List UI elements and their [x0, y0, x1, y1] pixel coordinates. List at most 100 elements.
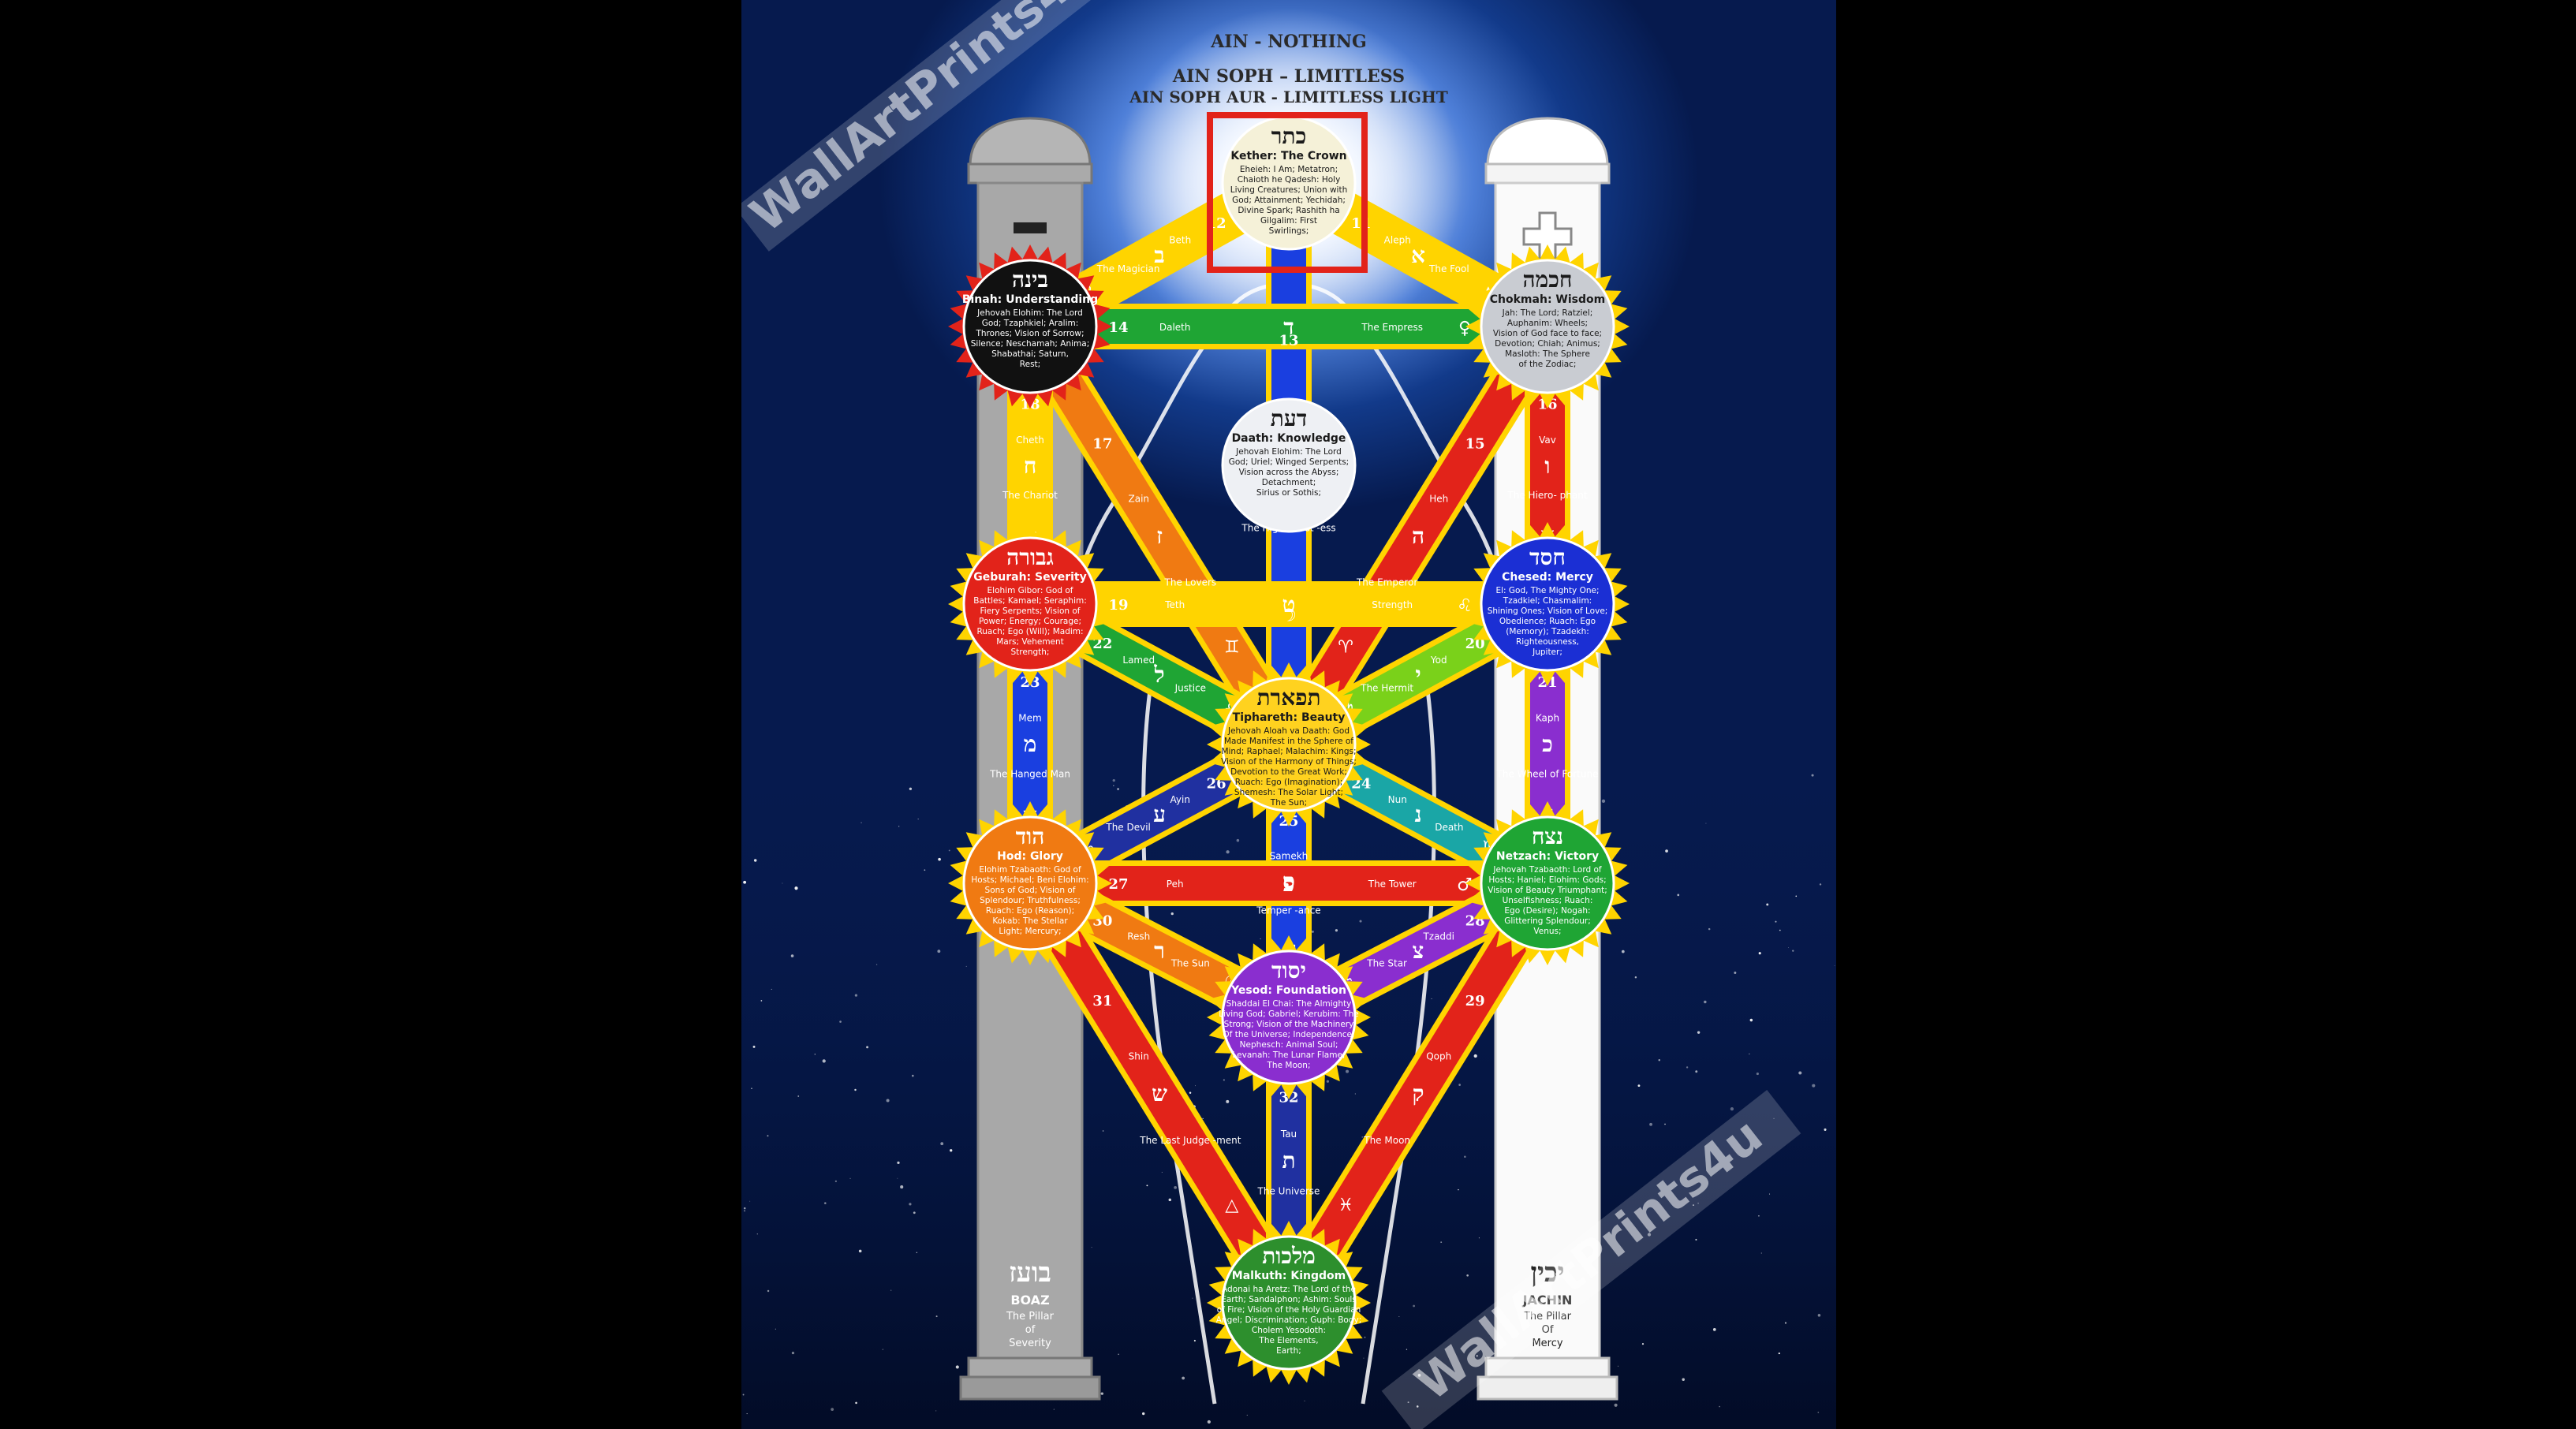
sephirah-attribute-line: Made Manifest in the Sphere of — [1224, 737, 1353, 746]
star — [940, 1142, 944, 1146]
star — [771, 988, 772, 990]
sephirah-attribute-line: Unselfishness; Ruach: — [1503, 896, 1593, 905]
path-number: 19 — [1108, 597, 1128, 614]
path-hebrew-letter: נ — [1414, 801, 1421, 827]
path-letter-name: Heh — [1429, 494, 1448, 505]
sephirah-attribute-line: Shabathai; Saturn, — [991, 349, 1069, 359]
path-29 — [1274, 874, 1562, 1312]
path-hebrew-letter: י — [1415, 662, 1421, 688]
star — [1664, 1123, 1666, 1125]
star — [794, 886, 798, 890]
sephirah-hebrew: גבורה — [1006, 544, 1054, 570]
sephirah-disc — [962, 815, 1098, 951]
sephirah-attribute-line: Shining Ones; Vision of Love; — [1488, 606, 1608, 616]
sephirah-attribute-line: Thrones; Vision of Sorrow; — [975, 329, 1084, 338]
sephirah-title: Binah: Understanding — [962, 293, 1098, 306]
star — [913, 1211, 916, 1214]
star — [1464, 1155, 1466, 1158]
sephirah-attribute-line: God; Uriel; Winged Serpents; — [1229, 457, 1349, 467]
star — [1440, 1241, 1443, 1243]
sephirah-title: Malkuth: Kingdom — [1232, 1270, 1346, 1282]
path-number: 29 — [1465, 993, 1485, 1009]
sephirah-attribute-line: Divine Spark; Rashith ha — [1238, 206, 1339, 215]
star — [1335, 929, 1338, 932]
path-15 — [1274, 317, 1562, 754]
path-hebrew-letter: ו — [1544, 453, 1550, 479]
path-tarot-card: Justice — [1174, 682, 1206, 693]
star — [858, 1249, 862, 1253]
star — [1398, 1316, 1400, 1318]
star — [775, 1328, 776, 1330]
star — [849, 1177, 851, 1179]
star — [744, 1210, 745, 1212]
sephirah-attribute-line: Jehovah Elohim: The Lord — [976, 308, 1083, 318]
path-hebrew-letter: ז — [1156, 523, 1163, 549]
star — [1100, 1392, 1103, 1395]
star — [743, 880, 747, 884]
sephirah-attribute-line: Levanah: The Lunar Flame; — [1233, 1050, 1346, 1060]
star — [1734, 972, 1737, 974]
sephirah-disc — [962, 536, 1098, 672]
sephirah-attribute-line: Vision across the Abyss; — [1239, 468, 1339, 477]
star — [1601, 799, 1606, 804]
star — [1168, 1198, 1172, 1202]
sephirah-attribute-line: Swirlings; — [1269, 226, 1309, 236]
star — [866, 1046, 869, 1049]
path-hebrew-letter: ח — [1024, 453, 1037, 479]
star — [797, 1095, 800, 1097]
path-tarot-card: The Sun — [1170, 957, 1210, 968]
sephirah-hebrew: יסוד — [1271, 957, 1306, 983]
star — [1113, 785, 1114, 786]
sephirah-attribute-line: Jah: The Lord; Ratziel; — [1502, 308, 1593, 318]
star — [1476, 1355, 1478, 1357]
sephirah-attribute-line: Mars; Vehement — [996, 637, 1064, 647]
star — [1236, 838, 1240, 842]
sephirah-attribute-line: Tzadkiel; Chasmalim: — [1503, 596, 1592, 606]
sephirah-title: Chesed: Mercy — [1502, 571, 1593, 584]
path-letter-name: Lamed — [1122, 655, 1155, 666]
star — [955, 1365, 959, 1369]
path-hebrew-letter: פ — [1282, 871, 1294, 897]
sephirah-attribute-line: Of the Universe; Independence; — [1223, 1030, 1354, 1039]
sephirah-attribute-line: Elohim Gibor: God of — [987, 586, 1073, 595]
path-letter-name: Qoph — [1426, 1050, 1451, 1061]
star — [751, 1088, 752, 1089]
sephirah-attribute-line: Angel; Discrimination; Guph: Body; — [1216, 1315, 1362, 1325]
star — [1361, 1136, 1363, 1138]
star — [1658, 1059, 1660, 1061]
star — [1413, 1304, 1415, 1308]
sephirah-attribute-line: of the Zodiac; — [1519, 360, 1577, 369]
star — [1174, 1185, 1178, 1189]
path-hebrew-letter: כ — [1542, 731, 1553, 757]
sephirah-attribute-line: Sons of God; Vision of — [985, 886, 1076, 895]
star — [1798, 1071, 1802, 1075]
star — [1207, 1420, 1211, 1424]
sephirah-attribute-line: Jehovah Aloah va Daath: God — [1227, 726, 1350, 736]
star — [1768, 1193, 1771, 1195]
star — [1406, 1349, 1408, 1350]
star — [1226, 1099, 1230, 1103]
path-letter-name: Nun — [1388, 794, 1407, 805]
path-letter-name: Beth — [1169, 234, 1191, 245]
star — [1784, 1322, 1787, 1324]
sephirah-attribute-line: Venus; — [1533, 927, 1561, 936]
sephirah-attribute-line: Masloth: The Sphere — [1505, 349, 1590, 359]
path-hebrew-letter: ס — [1282, 868, 1295, 894]
star — [1311, 931, 1314, 933]
star — [746, 1413, 748, 1415]
sephirah-attribute-line: Earth; Sandalphon; Ashim: Souls — [1221, 1295, 1357, 1304]
path-31 — [1015, 874, 1304, 1312]
sephirah-attribute-line: Gilgalim: First — [1260, 216, 1317, 226]
star — [1363, 1357, 1365, 1359]
path-hebrew-letter: צ — [1413, 938, 1424, 964]
sephirah-attribute-line: Battles; Kamael; Seraphim: — [973, 596, 1087, 606]
star — [1478, 1237, 1480, 1239]
path-hebrew-letter: ט — [1282, 591, 1296, 617]
star — [924, 869, 926, 871]
star — [1775, 920, 1777, 923]
star — [1142, 1412, 1145, 1416]
